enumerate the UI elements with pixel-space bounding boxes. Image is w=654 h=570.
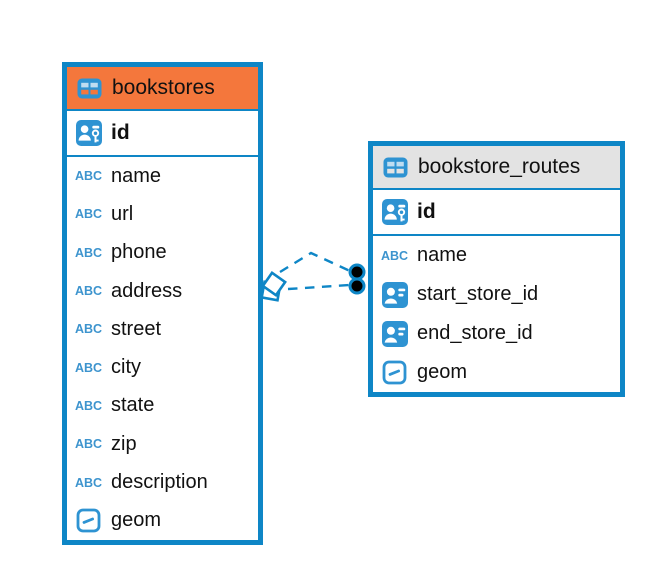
- field-name: description: [111, 471, 208, 494]
- table-header-bookstore-routes[interactable]: bookstore_routes: [373, 146, 620, 190]
- field-name: street: [111, 317, 162, 340]
- field-row-start_store_id[interactable]: start_store_id: [373, 275, 620, 314]
- table-icon: [76, 78, 103, 99]
- primary-key-icon: [75, 120, 102, 146]
- field-name: city: [111, 356, 141, 379]
- table-title: bookstore_routes: [418, 155, 581, 178]
- field-row-street[interactable]: ABC street: [67, 310, 258, 348]
- relationship-line-end-store[interactable]: [287, 283, 351, 291]
- field-row-id[interactable]: id: [67, 111, 258, 157]
- field-row-zip[interactable]: ABC zip: [67, 425, 258, 463]
- field-name: geom: [417, 361, 468, 383]
- field-name: id: [111, 121, 130, 144]
- text-icon: ABC: [74, 284, 103, 299]
- field-row-description[interactable]: ABC description: [67, 463, 258, 501]
- field-row-id[interactable]: id: [373, 190, 620, 236]
- relationship-line-start-store[interactable]: [279, 251, 351, 274]
- field-name: name: [417, 244, 468, 266]
- field-name: name: [111, 164, 162, 187]
- text-icon: ABC: [74, 437, 103, 452]
- geometry-icon: [75, 508, 102, 533]
- field-name: url: [111, 202, 134, 225]
- primary-key-icon: [381, 199, 408, 225]
- text-icon: ABC: [74, 245, 103, 260]
- field-name: phone: [111, 241, 167, 264]
- relationship-dot-markers[interactable]: [348, 263, 366, 295]
- field-row-name[interactable]: ABC name: [67, 157, 258, 195]
- text-icon: ABC: [74, 207, 103, 222]
- field-row-geom[interactable]: geom: [373, 353, 620, 392]
- text-icon: ABC: [380, 248, 409, 263]
- field-row-url[interactable]: ABC url: [67, 195, 258, 233]
- field-row-end_store_id[interactable]: end_store_id: [373, 314, 620, 353]
- table-icon: [382, 157, 409, 178]
- field-row-geom[interactable]: geom: [67, 502, 258, 540]
- text-icon: ABC: [74, 169, 103, 184]
- relationship-diamond-markers[interactable]: [260, 271, 287, 302]
- field-name: start_store_id: [417, 283, 539, 305]
- text-icon: ABC: [74, 475, 103, 490]
- field-row-city[interactable]: ABC city: [67, 348, 258, 386]
- field-name: id: [417, 200, 436, 223]
- field-row-phone[interactable]: ABC phone: [67, 234, 258, 272]
- field-row-address[interactable]: ABC address: [67, 272, 258, 310]
- geometry-icon: [381, 360, 408, 385]
- field-name: end_store_id: [417, 322, 533, 344]
- text-icon: ABC: [74, 322, 103, 337]
- field-name: zip: [111, 432, 137, 455]
- field-name: state: [111, 394, 155, 417]
- field-name: address: [111, 279, 183, 302]
- text-icon: ABC: [74, 360, 103, 375]
- field-name: geom: [111, 509, 162, 532]
- foreign-key-icon: [381, 281, 408, 308]
- field-row-state[interactable]: ABC state: [67, 387, 258, 425]
- table-title: bookstores: [112, 76, 215, 99]
- foreign-key-icon: [381, 320, 408, 347]
- field-row-name[interactable]: ABC name: [373, 236, 620, 275]
- table-header-bookstores[interactable]: bookstores: [67, 67, 258, 111]
- text-icon: ABC: [74, 398, 103, 413]
